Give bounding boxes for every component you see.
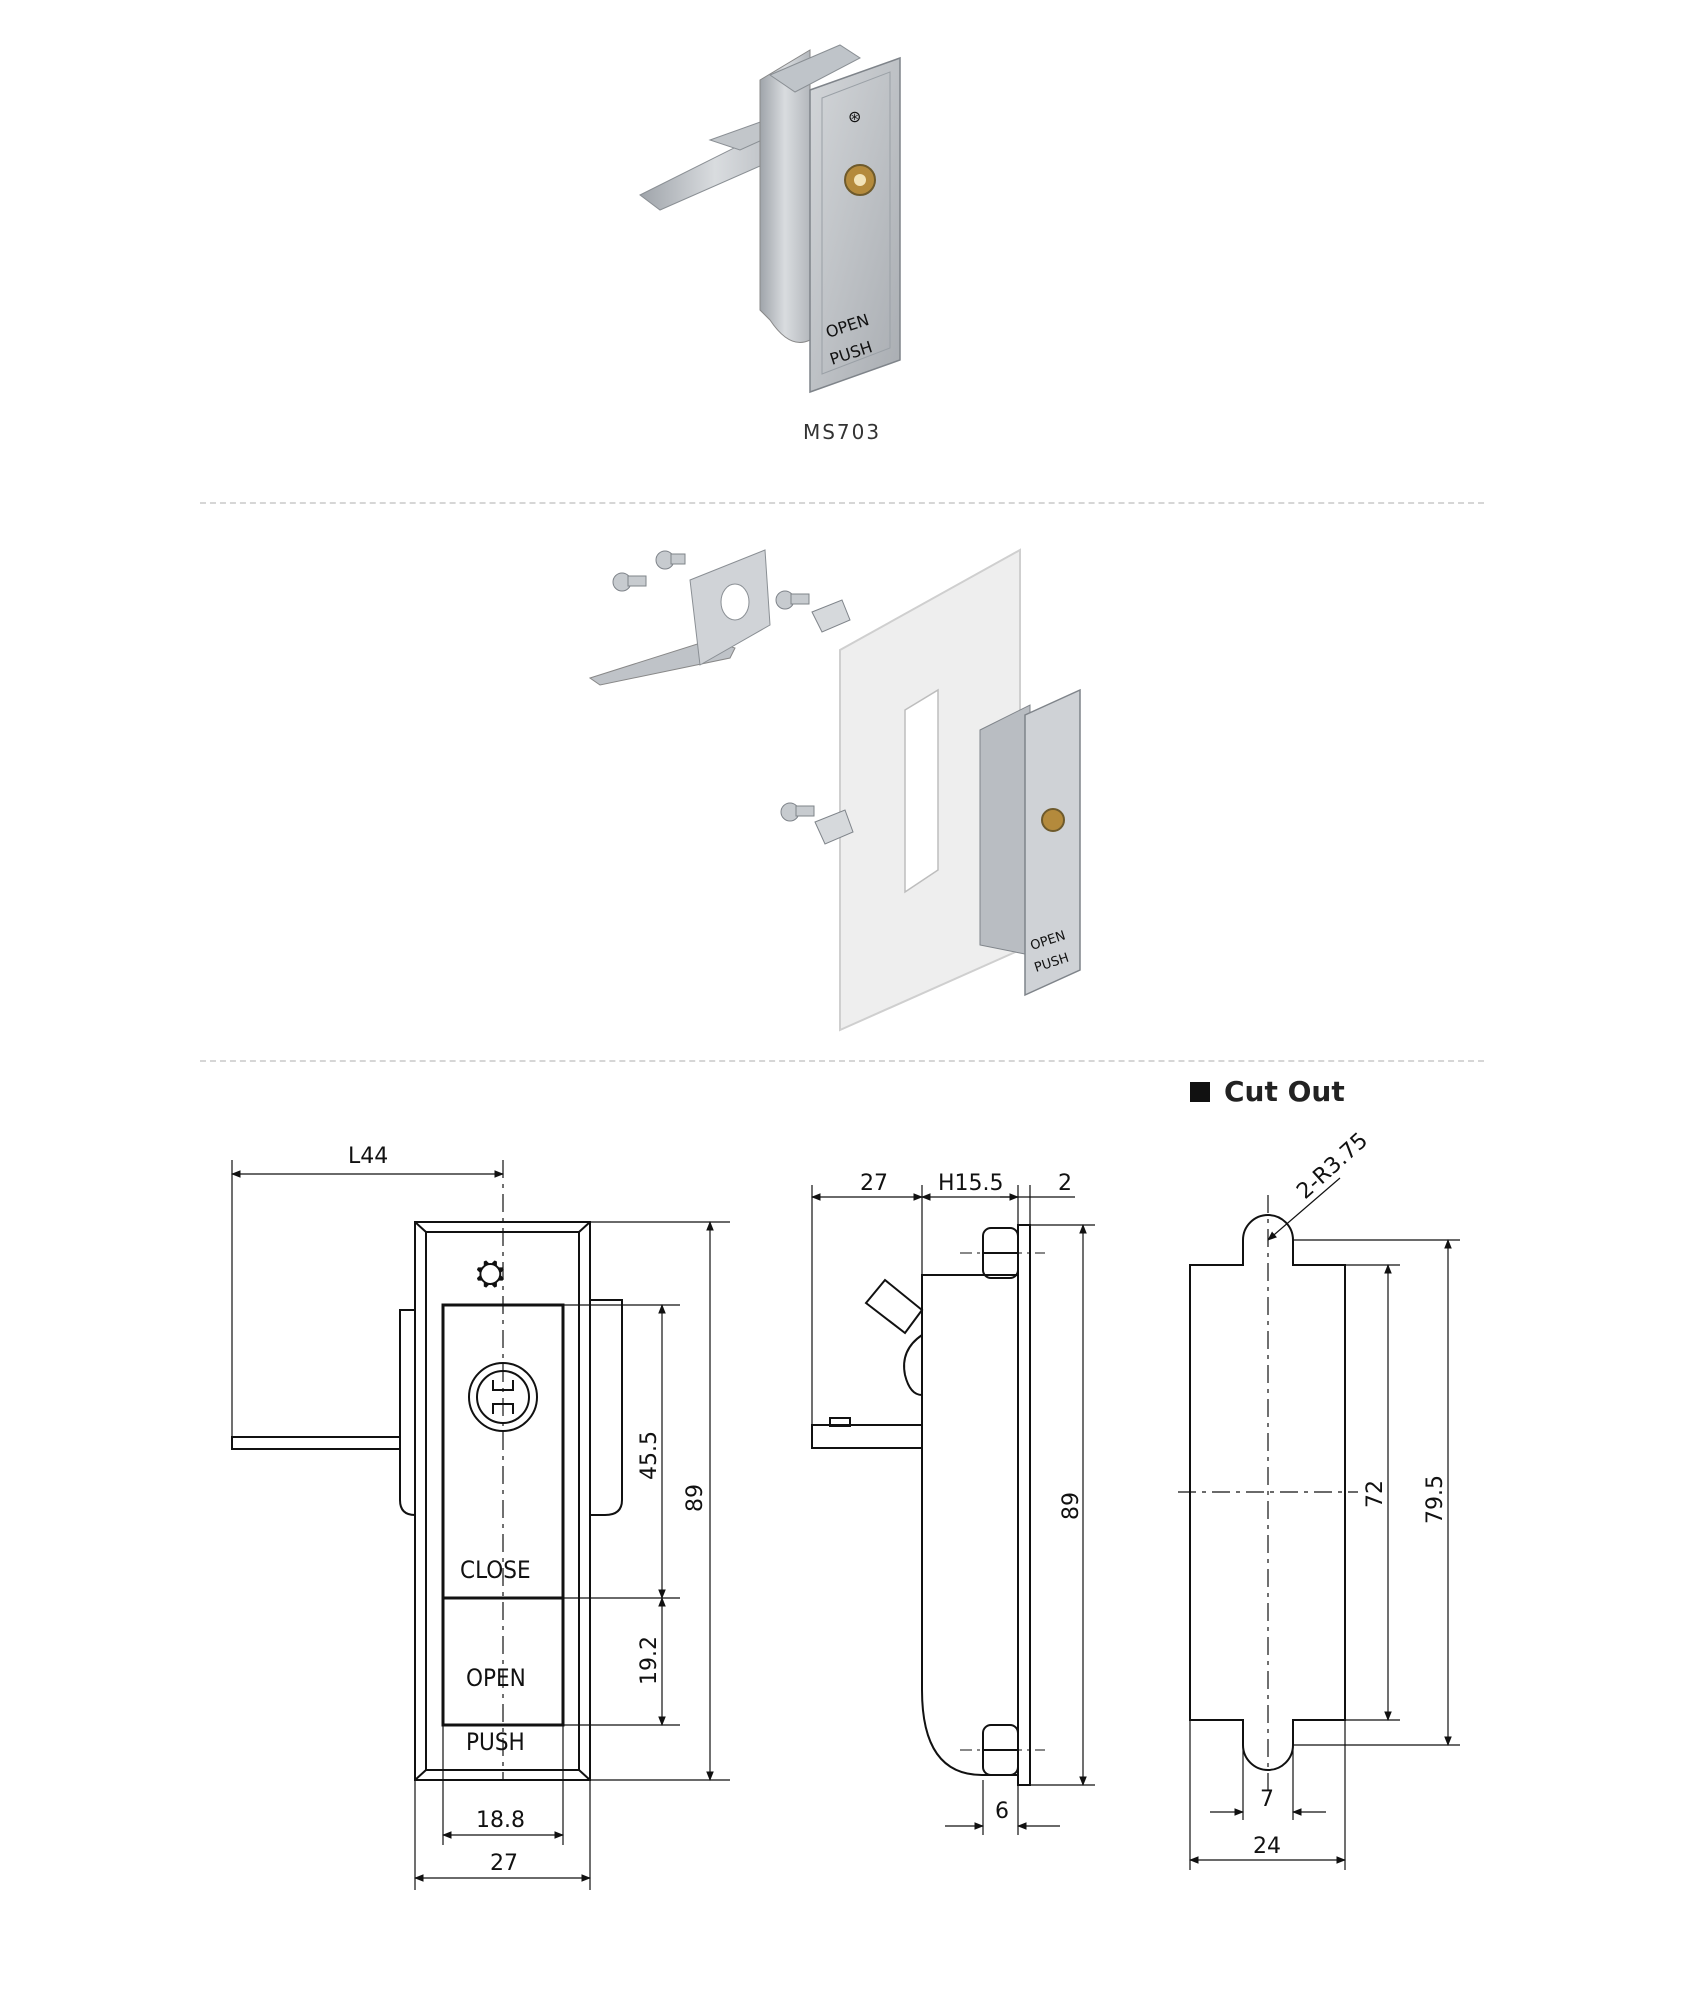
- dim-cutout-inner-height: 72: [1363, 1480, 1388, 1508]
- dim-upper-height: 45.5: [637, 1431, 662, 1480]
- cutout-view: [1178, 1177, 1460, 1870]
- dim-lever-length: L44: [348, 1144, 388, 1169]
- dim-lower-height: 19.2: [637, 1636, 662, 1685]
- dim-window-width: 18.8: [476, 1808, 525, 1833]
- heading-square-icon: [1190, 1081, 1210, 1102]
- front-view: [231, 1160, 730, 1890]
- cutout-title: Cut Out: [1224, 1075, 1345, 1108]
- dim-total-height: 89: [683, 1484, 708, 1512]
- screw-parts: [612, 550, 815, 822]
- side-view: [811, 1185, 1095, 1835]
- divider-bottom: [200, 1060, 1484, 1062]
- front-label-open: OPEN: [466, 1664, 526, 1692]
- technical-drawing: ⛭ CLOSE OPEN PUSH L44 27 18.8 89 45.5 19…: [231, 1128, 1460, 1890]
- product-caption: MS703: [802, 420, 882, 444]
- lock-face-part: [1024, 688, 1081, 997]
- front-label-push: PUSH: [466, 1728, 525, 1756]
- dim-body-width: 27: [490, 1851, 518, 1876]
- dim-cutout-outer-height: 79.5: [1423, 1475, 1448, 1524]
- cutout-heading: Cut Out: [1190, 1075, 1345, 1108]
- divider-top: [200, 502, 1484, 504]
- dim-cutout-radius: 2-R3.75: [1292, 1128, 1373, 1204]
- dim-body-depth: H15.5: [938, 1171, 1004, 1196]
- panel-cutout: [904, 688, 939, 894]
- dim-lever-depth: 27: [860, 1171, 888, 1196]
- front-label-close: CLOSE: [460, 1556, 531, 1584]
- clip-parts: [811, 599, 854, 845]
- product-logo-mark: ⊛: [848, 107, 861, 126]
- front-logo-icon: ⛭: [476, 1253, 505, 1294]
- lock-body-part: [979, 704, 1031, 956]
- dim-cutout-width: 24: [1253, 1834, 1281, 1859]
- dim-slot-width: 7: [1260, 1787, 1274, 1812]
- dim-flange: 2: [1058, 1171, 1072, 1196]
- product-render: ⊛ OPEN PUSH: [639, 44, 901, 394]
- dim-side-height: 89: [1059, 1492, 1084, 1520]
- exploded-assembly: OPEN PUSH: [588, 548, 1081, 1032]
- dim-screw-offset: 6: [995, 1799, 1009, 1824]
